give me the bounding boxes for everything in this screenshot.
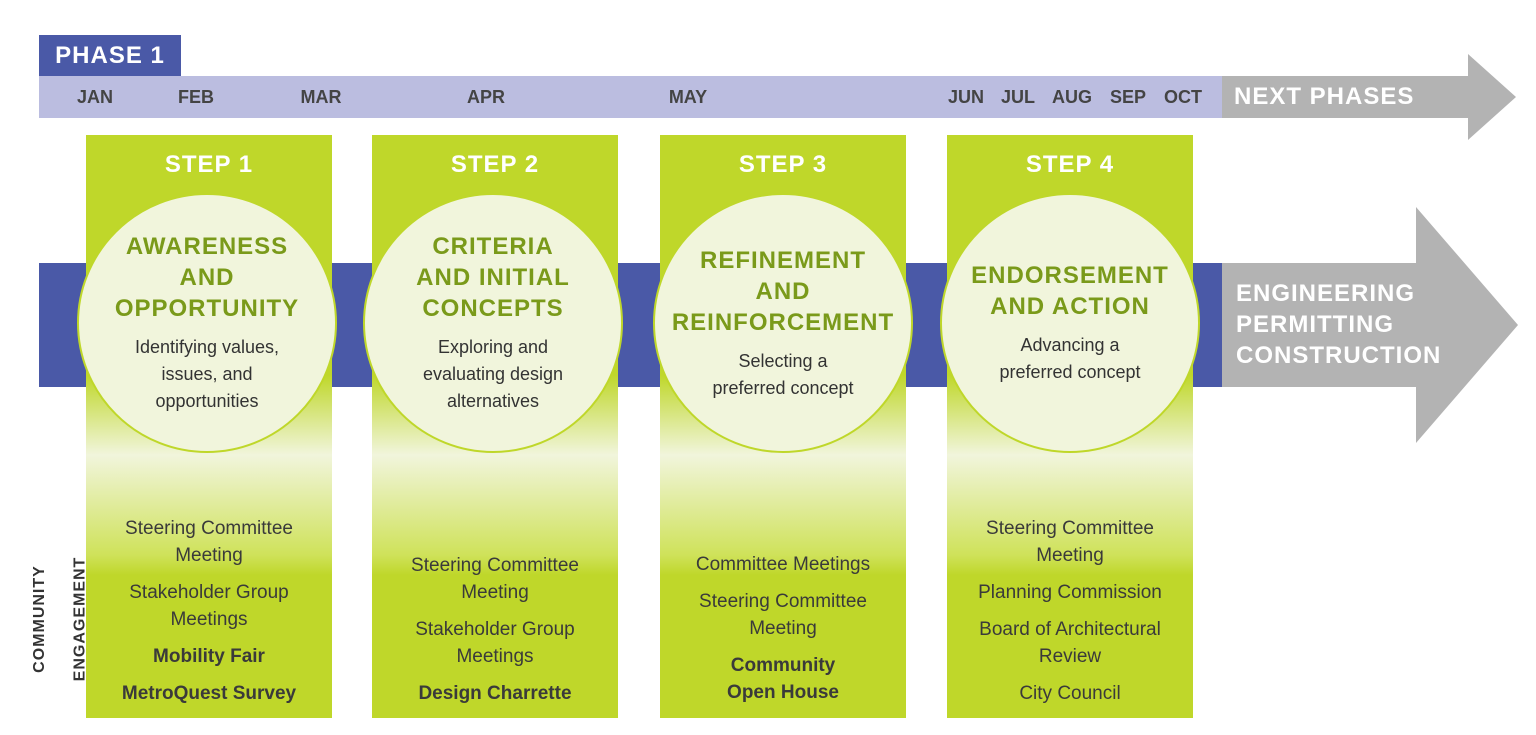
engagement-item: City Council [1019,683,1121,704]
step-2-heading: CRITERIA AND INITIAL CONCEPTS [416,233,570,322]
month-jan: JAN [76,87,113,107]
engagement-item: Community Open House [727,655,839,703]
step-2-engagement: Steering Committee Meeting Stakeholder G… [372,552,618,717]
month-jun: JUN [947,87,984,107]
step-2-title: STEP 2 [450,151,540,178]
step-1-heading: AWARENESS AND OPPORTUNITY [114,233,300,322]
step-3-description: Selecting a preferred concept [712,350,854,398]
step-2-circle: CRITERIA AND INITIAL CONCEPTS Exploring … [363,193,623,453]
engagement-item: Board of Architectural Review [979,619,1161,667]
step-1-title: STEP 1 [164,151,254,178]
step-4-title: STEP 4 [1025,151,1115,178]
step-4-circle: ENDORSEMENT AND ACTION Advancing a prefe… [940,193,1200,453]
engagement-item: Steering Committee Meeting [699,591,867,639]
step-3-title: STEP 3 [738,151,828,178]
outcome-permitting: PERMITTING [1236,311,1394,338]
month-mar: MAR [300,87,342,107]
community-label: COMMUNITY [30,565,48,673]
month-jul: JUL [1000,87,1035,107]
step-4-engagement: Steering Committee Meeting Planning Comm… [947,515,1193,717]
engagement-item: Stakeholder Group Meetings [415,619,575,667]
step-4-description: Advancing a preferred concept [999,335,1141,382]
step-3-circle: REFINEMENT AND REINFORCEMENT Selecting a… [653,193,913,453]
engagement-item: Steering Committee Meeting [986,518,1154,566]
engagement-item: Stakeholder Group Meetings [129,582,289,630]
engagement-item: Design Charrette [418,683,572,704]
engagement-item: Mobility Fair [153,646,265,667]
engagement-item: Committee Meetings [695,554,871,575]
community-engagement-label: COMMUNITY ENGAGEMENT [31,548,89,688]
engagement-item: Steering Committee Meeting [411,555,579,603]
outcome-construction: CONSTRUCTION [1236,342,1442,369]
step-1-circle: AWARENESS AND OPPORTUNITY Identifying va… [77,193,337,453]
next-phases-arrow [1222,54,1516,140]
step-1-description: Identifying values, issues, and opportun… [134,337,280,411]
month-sep: SEP [1109,87,1147,107]
step-1-engagement: Steering Committee Meeting Stakeholder G… [86,515,332,717]
month-feb: FEB [178,87,214,107]
engagement-item: Planning Commission [978,582,1162,603]
month-apr: APR [466,87,505,107]
month-oct: OCT [1164,87,1202,107]
step-3-heading: REFINEMENT AND REINFORCEMENT [671,246,895,336]
engagement-item: Steering Committee Meeting [125,518,293,566]
month-may: MAY [668,87,708,107]
month-timeline-bar [39,76,1224,118]
engagement-item: MetroQuest Survey [121,683,297,704]
step-3-engagement: Committee Meetings Steering Committee Me… [660,551,906,716]
phase-label: PHASE 1 [39,35,181,76]
step-2-description: Exploring and evaluating design alternat… [422,337,564,411]
outcome-engineering: ENGINEERING [1236,280,1416,307]
outcome-arrow [1222,207,1518,443]
step-4-heading: ENDORSEMENT AND ACTION [971,262,1169,320]
next-phases-label: NEXT PHASES [1234,83,1415,110]
month-aug: AUG [1052,87,1092,107]
